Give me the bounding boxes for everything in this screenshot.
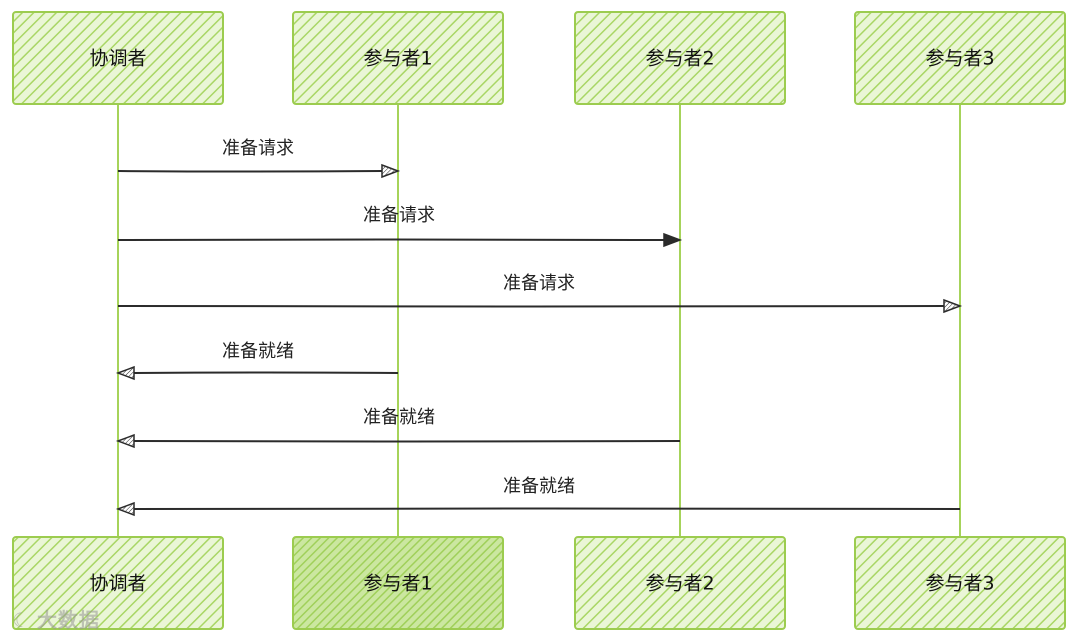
message-label-1: 准备请求	[222, 138, 294, 159]
top-box-label-p1: 参与者1	[363, 48, 432, 70]
bottom-box-coordinator: 协调者	[12, 536, 224, 630]
message-5: 准备就绪	[115, 407, 681, 449]
watermark-text: 大数据	[36, 608, 100, 632]
top-box-rect-p3	[854, 11, 1066, 105]
bottom-box-label-p2: 参与者2	[645, 573, 714, 595]
message-line-3	[117, 305, 945, 308]
top-box-rect-coordinator	[12, 11, 224, 105]
bottom-box-rect-coordinator	[12, 536, 224, 630]
bottom-box-p2: 参与者2	[574, 536, 786, 630]
message-line-5	[133, 440, 681, 443]
top-box-label-p2: 参与者2	[645, 48, 714, 70]
message-label-6: 准备就绪	[503, 476, 575, 497]
bottom-box-p3: 参与者3	[854, 536, 1066, 630]
bottom-box-rect-p2	[574, 536, 786, 630]
message-6: 准备就绪	[115, 476, 961, 517]
message-label-4: 准备就绪	[222, 341, 294, 362]
top-box-rect-p2	[574, 11, 786, 105]
arrowhead-4	[115, 365, 135, 381]
message-line-6	[133, 507, 961, 510]
message-4: 准备就绪	[115, 341, 399, 381]
top-box-p3: 参与者3	[854, 11, 1066, 105]
watermark: ☾大数据	[12, 604, 100, 633]
watermark-logo-icon: ☾	[12, 608, 31, 632]
message-1: 准备请求	[117, 138, 401, 179]
message-line-4	[133, 371, 399, 374]
message-label-3: 准备请求	[503, 273, 575, 294]
message-line-2	[117, 238, 665, 241]
message-3: 准备请求	[117, 273, 963, 314]
message-label-5: 准备就绪	[363, 407, 435, 428]
arrowhead-6	[115, 501, 135, 517]
bottom-box-p1: 参与者1	[292, 536, 504, 630]
arrowhead-5	[115, 433, 135, 449]
message-line-1	[117, 170, 383, 173]
message-2: 准备请求	[117, 205, 683, 248]
bottom-box-rect-p3	[854, 536, 1066, 630]
bottom-box-label-p3: 参与者3	[925, 573, 994, 595]
bottom-box-label-coordinator: 协调者	[89, 573, 146, 595]
message-label-2: 准备请求	[363, 205, 435, 226]
top-participant-boxes: 协调者 参与者1 参与者2 参与者3	[12, 11, 1066, 105]
top-box-p2: 参与者2	[574, 11, 786, 105]
arrowhead-2	[663, 232, 683, 248]
top-box-p1: 参与者1	[292, 11, 504, 105]
lifelines	[117, 104, 961, 537]
bottom-participant-boxes: 协调者 参与者1 参与者2 参与者3	[12, 536, 1066, 630]
bottom-box-label-p1: 参与者1	[363, 573, 432, 595]
top-box-rect-p1	[292, 11, 504, 105]
arrowhead-1	[381, 163, 401, 179]
arrowhead-3	[943, 298, 963, 314]
top-box-label-p3: 参与者3	[925, 48, 994, 70]
bottom-box-rect-p1	[292, 536, 504, 630]
top-box-coordinator: 协调者	[12, 11, 224, 105]
top-box-label-coordinator: 协调者	[89, 48, 146, 70]
